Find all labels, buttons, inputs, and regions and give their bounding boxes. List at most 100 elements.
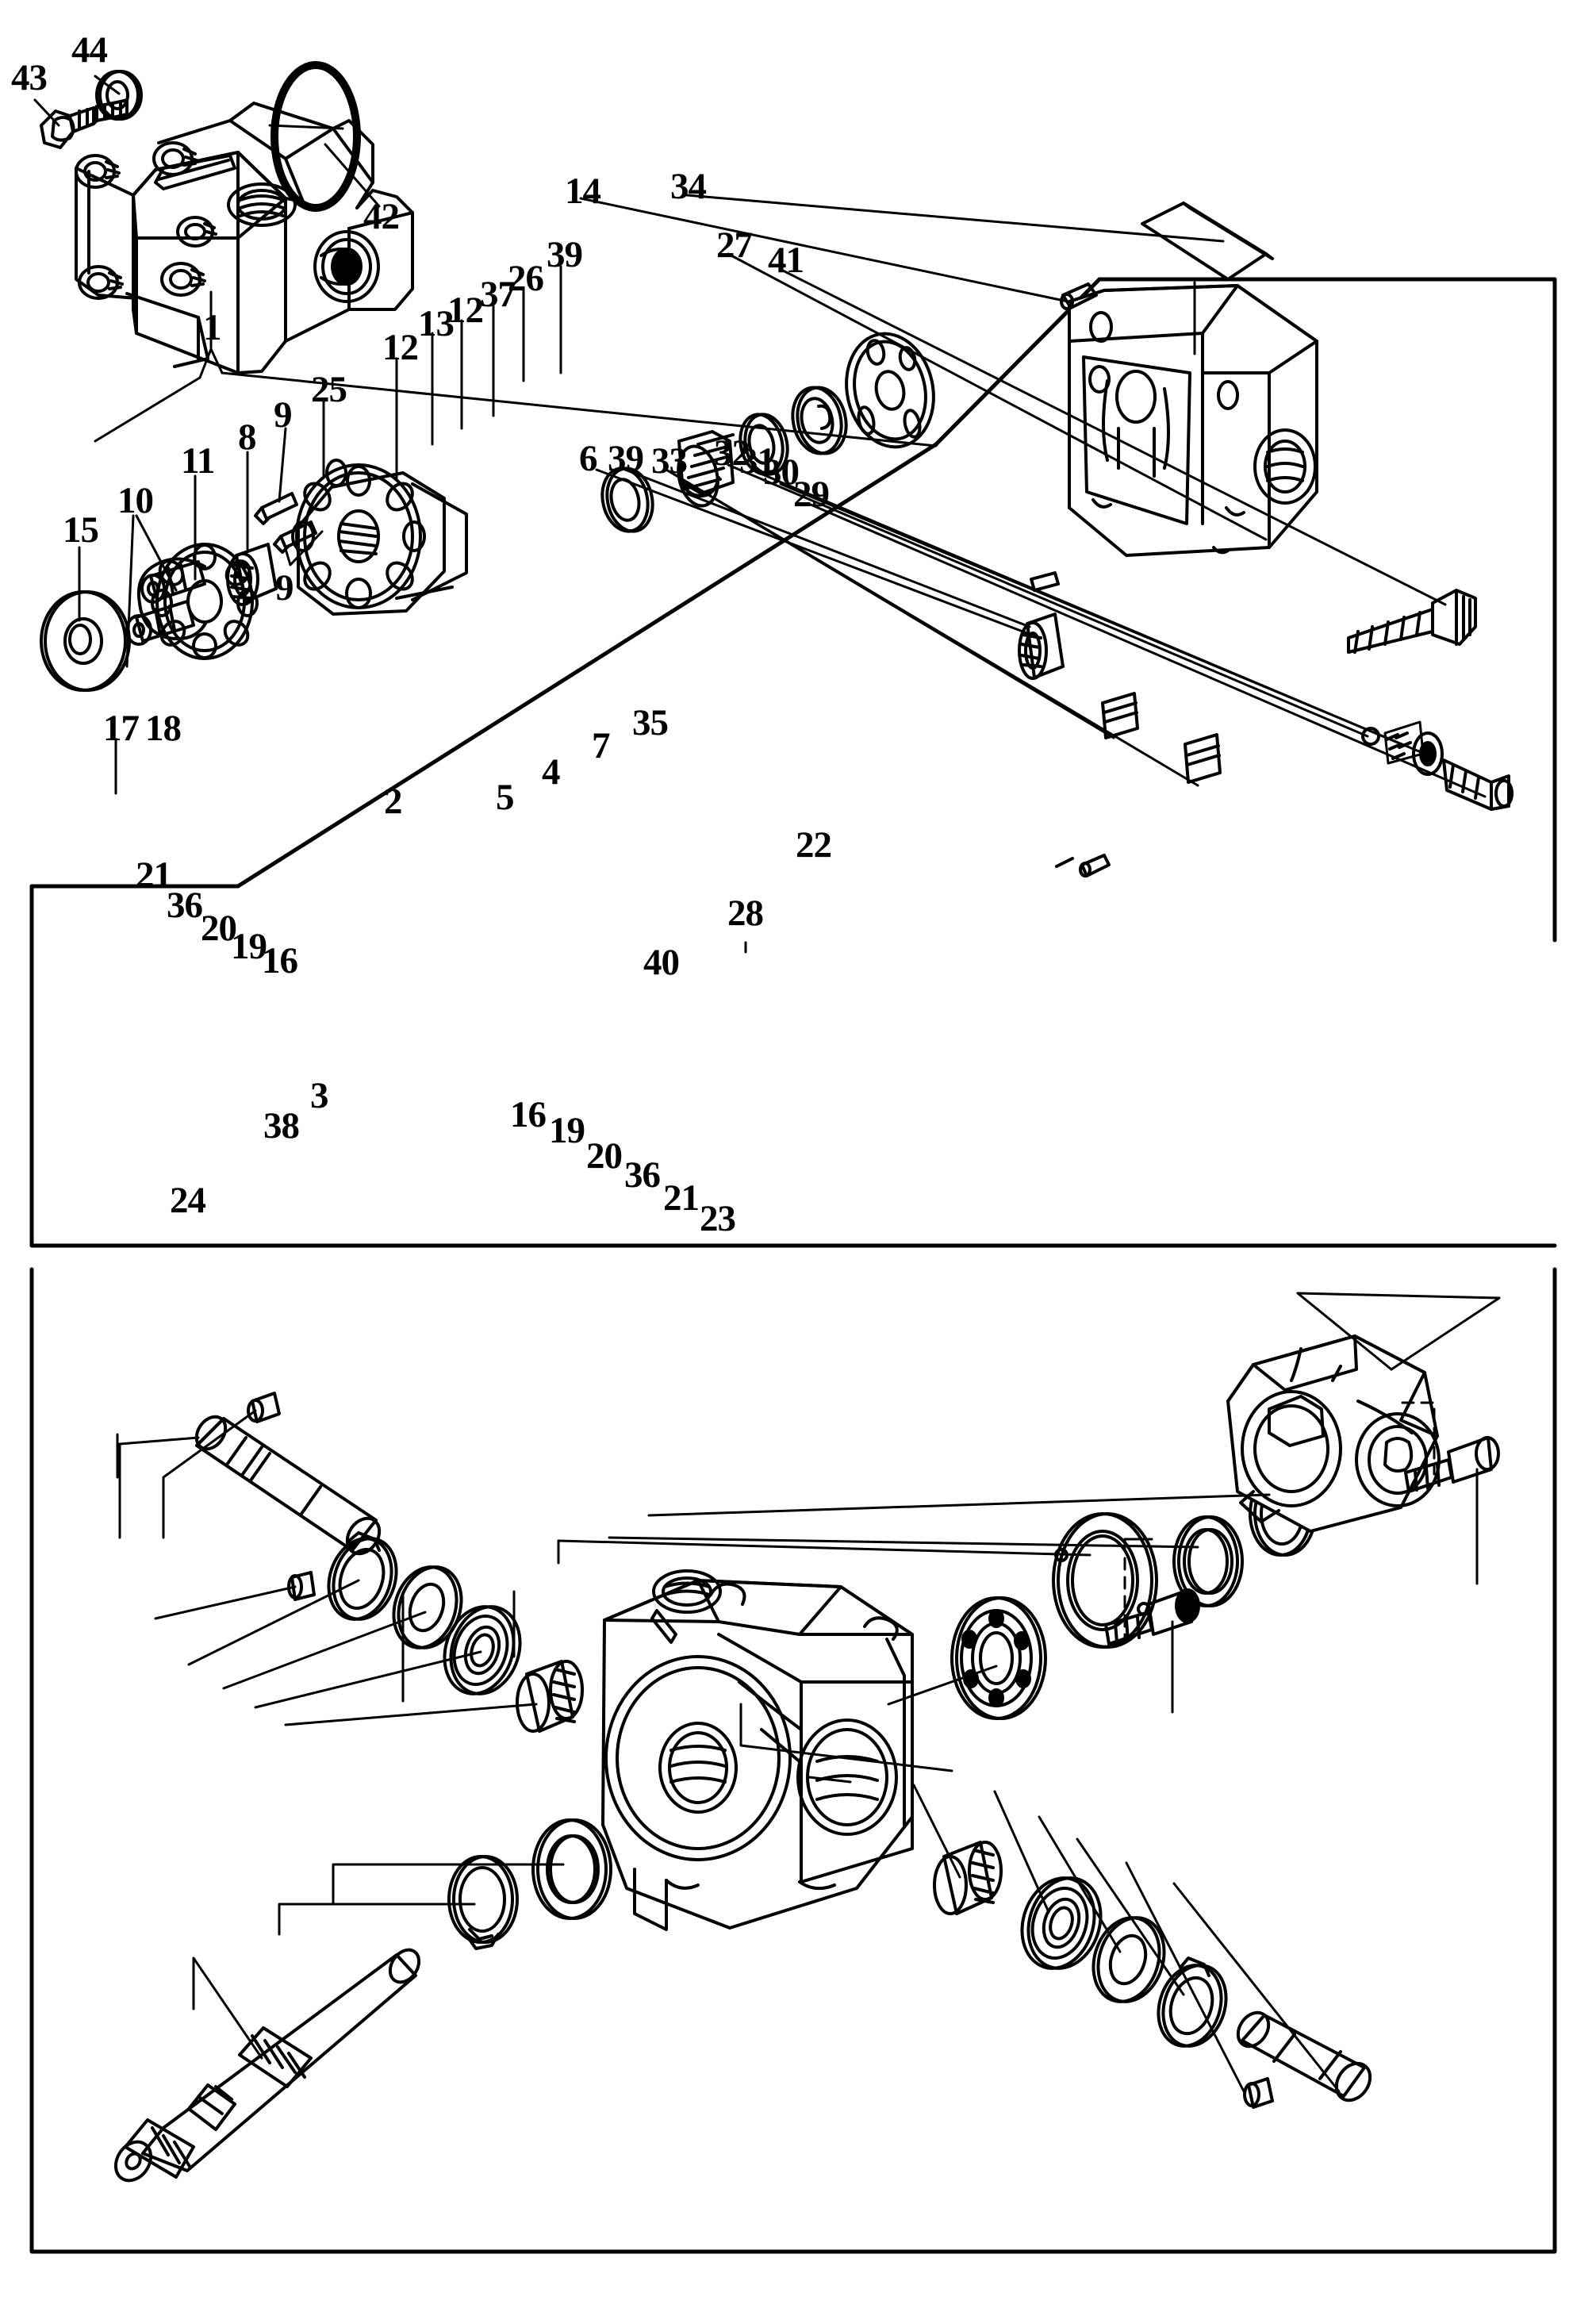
callout-14: 14: [565, 171, 601, 212]
callout-40: 40: [643, 942, 680, 983]
callout-38: 38: [263, 1105, 300, 1146]
seal-retainer-4: [1052, 1512, 1158, 1649]
callout-1: 1: [203, 307, 221, 348]
valve-plate-26: [845, 332, 935, 449]
callout-4: 4: [542, 751, 560, 793]
key-18: [247, 1392, 281, 1423]
pin-6: [1055, 857, 1074, 868]
leader-lines-upper: [33, 75, 938, 447]
callout-12a: 12: [382, 327, 419, 368]
ball-bearing-5: [950, 1596, 1047, 1720]
callout-41: 41: [768, 240, 804, 281]
bolt-40: [1104, 1588, 1200, 1645]
panel-frame-lower: [29, 1267, 1557, 2254]
callout-15: 15: [63, 509, 99, 551]
callout-8: 8: [238, 417, 256, 458]
orifice-plug-33b: [1184, 733, 1222, 784]
callout-3: 3: [310, 1075, 328, 1116]
valve-block-27: [1068, 284, 1318, 557]
pin-14: [1060, 282, 1098, 310]
callout-22: 22: [796, 824, 832, 866]
callout-21a: 21: [136, 854, 172, 896]
callout-26: 26: [508, 258, 544, 299]
callout-35: 35: [632, 702, 669, 743]
coupling-shaft-17: [194, 1415, 382, 1556]
leader-lines-lower: [114, 738, 1341, 2093]
callout-44: 44: [71, 29, 108, 71]
callout-27: 27: [716, 225, 753, 266]
callout-2: 2: [384, 781, 402, 822]
washer-44: [95, 70, 143, 121]
cylinder-block-25: [291, 459, 468, 616]
callout-34: 34: [670, 166, 707, 207]
snap-ring-36b: [1157, 1956, 1228, 2048]
leader-lines-middle: [78, 194, 1487, 798]
callout-20b: 20: [586, 1135, 623, 1177]
callout-20a: 20: [201, 908, 237, 949]
needle-bearing-16c: [933, 1841, 1003, 1915]
ball-bearing-19b: [1020, 1876, 1103, 1970]
pin-39c: [1030, 571, 1060, 592]
thrust-plate-15: [40, 590, 131, 692]
callout-10: 10: [117, 480, 154, 521]
spring-13: [677, 430, 735, 508]
callout-31: 31: [739, 440, 776, 482]
callout-30: 30: [763, 451, 800, 493]
cover-plate-34: [1141, 202, 1274, 281]
callout-33: 33: [651, 440, 688, 482]
callout-39a: 39: [547, 234, 583, 275]
callout-18: 18: [145, 708, 182, 749]
callout-24: 24: [170, 1180, 206, 1221]
callout-5: 5: [496, 777, 514, 818]
pump-housing-2: [601, 1569, 914, 1931]
needle-bearing-16a: [516, 1660, 584, 1733]
callout-16c: 16: [510, 1094, 547, 1135]
coupling-shaft-23: [1236, 2010, 1372, 2102]
callout-21b: 21: [663, 1177, 700, 1219]
o-ring-42: [270, 61, 361, 212]
callout-39b: 39: [608, 438, 644, 479]
ball-32: [1361, 727, 1380, 746]
callout-16a: 16: [262, 940, 298, 981]
snap-ring-38: [447, 1855, 519, 1950]
snap-ring-36a: [327, 1531, 398, 1621]
callout-28: 28: [727, 893, 764, 934]
oil-seal-7: [1172, 1515, 1244, 1607]
callout-32: 32: [714, 432, 750, 474]
washer-20b: [1091, 1916, 1166, 2003]
oil-seal-3: [531, 1818, 612, 1920]
callout-12b: 12: [447, 290, 484, 331]
callout-36a: 36: [167, 885, 203, 926]
pin-39b: [1079, 854, 1111, 877]
callout-37: 37: [480, 274, 516, 315]
callout-42: 42: [363, 196, 400, 237]
callout-19a: 19: [231, 926, 267, 967]
piston-shoe-10: [125, 557, 208, 646]
callout-43: 43: [11, 57, 48, 98]
bushing-6: [1018, 612, 1065, 680]
spacer-ring-37: [791, 386, 848, 455]
callout-11: 11: [181, 440, 215, 482]
callout-9a: 9: [274, 394, 292, 436]
socket-bolt-41: [1347, 589, 1477, 654]
drive-shaft-24: [113, 1948, 421, 2183]
key-21a: [287, 1571, 316, 1601]
callout-29: 29: [793, 474, 830, 515]
callout-9b: 9: [275, 567, 293, 609]
pin-9a: [254, 492, 298, 525]
callout-7: 7: [592, 725, 610, 766]
callout-17: 17: [103, 708, 140, 749]
callout-25: 25: [311, 369, 347, 410]
callout-36b: 36: [624, 1154, 661, 1196]
callout-23: 23: [700, 1198, 736, 1239]
washer-12b: [739, 413, 789, 476]
callout-6: 6: [579, 438, 597, 479]
washer-20a: [392, 1565, 463, 1649]
panel-frame-middle: [29, 442, 1557, 1248]
ball-bearing-19a: [443, 1605, 522, 1695]
callout-19b: 19: [549, 1110, 585, 1151]
bolt-22: [1404, 1436, 1500, 1493]
swash-plate-cradle-28: [1226, 1334, 1441, 1533]
